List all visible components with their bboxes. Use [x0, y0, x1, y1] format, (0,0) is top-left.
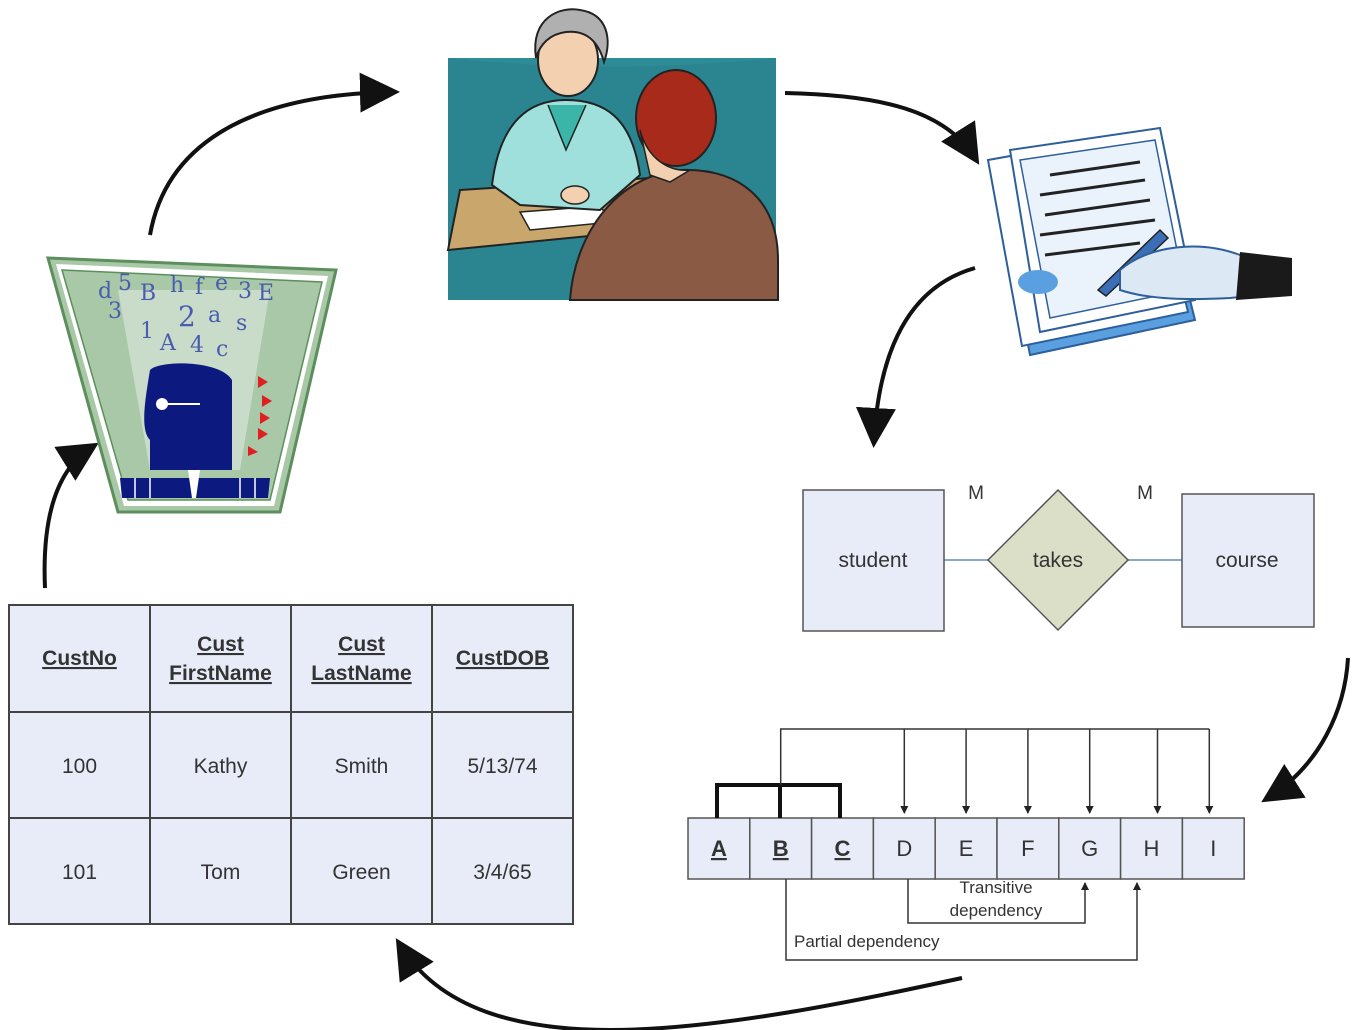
svg-text:B: B — [140, 281, 156, 306]
svg-text:5: 5 — [118, 271, 132, 296]
full-dependency-lines — [779, 728, 1214, 814]
arrow-table-to-thinker — [42, 442, 99, 589]
svg-text:a: a — [208, 303, 221, 328]
key-bracket — [715, 783, 842, 818]
meeting-clipart-icon — [446, 8, 779, 301]
attribute-label: C — [835, 836, 851, 861]
svg-text:f: f — [195, 275, 205, 300]
cardinality-left: M — [968, 483, 984, 504]
table-header-label: Cust — [338, 633, 385, 656]
attribute-label: F — [1021, 836, 1034, 861]
svg-text:s: s — [236, 311, 247, 336]
svg-text:3: 3 — [108, 299, 122, 324]
table-header-label: LastName — [311, 662, 411, 685]
attribute-label: I — [1210, 836, 1216, 861]
table-cell-value: Tom — [201, 861, 241, 884]
attribute-label: D — [896, 836, 912, 861]
table-cell-value: Kathy — [194, 755, 248, 778]
table-cell-value: 100 — [62, 755, 97, 778]
arrow-thinker-to-meeting — [148, 72, 400, 236]
attribute-cell-d — [872, 817, 936, 880]
dependency-top-line — [779, 728, 1210, 785]
table-cell — [431, 711, 574, 819]
arrow-meeting-to-contract — [784, 91, 980, 165]
svg-text:E: E — [258, 281, 274, 306]
table-header-cell — [149, 604, 292, 713]
table-cell-value: 5/13/74 — [467, 755, 537, 778]
table-cell-value: 3/4/65 — [473, 861, 531, 884]
table-cell-value: 101 — [62, 861, 97, 884]
arrow-dependency-to-table — [395, 938, 963, 1030]
partial-dependency-line — [785, 879, 1141, 961]
svg-text:A: A — [159, 331, 177, 356]
table-cell-value: Green — [332, 861, 390, 884]
table-header-label: CustNo — [42, 647, 117, 670]
attribute-label: E — [959, 836, 974, 861]
svg-text:2: 2 — [178, 300, 196, 333]
attribute-cell-i — [1181, 817, 1245, 880]
partial-dependency-label: Partial dependency — [794, 932, 940, 951]
svg-text:e: e — [215, 271, 228, 296]
svg-text:1: 1 — [140, 319, 154, 344]
table-header-label: FirstName — [169, 662, 272, 685]
table-header-cell — [8, 604, 151, 713]
attribute-label: G — [1081, 836, 1098, 861]
svg-text:4: 4 — [190, 333, 204, 358]
relationship-takes — [986, 488, 1130, 632]
cardinality-right: M — [1137, 483, 1153, 504]
svg-text:3: 3 — [238, 279, 252, 304]
table-cell — [8, 711, 151, 819]
entity-course — [1181, 493, 1315, 628]
entity-course-label: course — [1215, 549, 1278, 572]
table-cell — [8, 817, 151, 925]
table-cell — [431, 817, 574, 925]
arrow-er-to-dependency — [1261, 657, 1350, 803]
transitive-dependency-line — [907, 879, 1089, 924]
svg-text:d: d — [98, 279, 112, 304]
attribute-label: H — [1144, 836, 1160, 861]
table-header-cell — [290, 604, 433, 713]
attribute-label: B — [773, 836, 789, 861]
table-header-label: CustDOB — [456, 647, 549, 670]
signing-document-icon — [986, 126, 1292, 357]
er-diagram: student takes course M M — [802, 483, 1315, 632]
attribute-label: A — [711, 836, 727, 861]
table-cell-value: Smith — [335, 755, 389, 778]
attribute-cell-b — [749, 817, 813, 880]
table-header-cell — [431, 604, 574, 713]
entity-student-label: student — [839, 549, 908, 572]
table-cell — [149, 711, 292, 819]
dependency-diagram: A B C D E F G H I Transitive dependency Partial … — [687, 728, 1245, 961]
svg-text:h: h — [170, 273, 184, 298]
attribute-cell-f — [996, 817, 1060, 880]
table-cell — [290, 711, 433, 819]
table-header-label: Cust — [197, 633, 244, 656]
svg-text:c: c — [216, 337, 228, 362]
transitive-label-line1: Transitive — [959, 878, 1032, 897]
transitive-label-line2: dependency — [950, 901, 1043, 920]
arrow-contract-to-er — [855, 266, 976, 448]
attribute-cells: A B C D E F G H I — [687, 817, 1245, 880]
relationship-takes-label: takes — [1033, 549, 1083, 572]
attribute-cell-g — [1058, 817, 1122, 880]
entity-student — [802, 489, 945, 632]
